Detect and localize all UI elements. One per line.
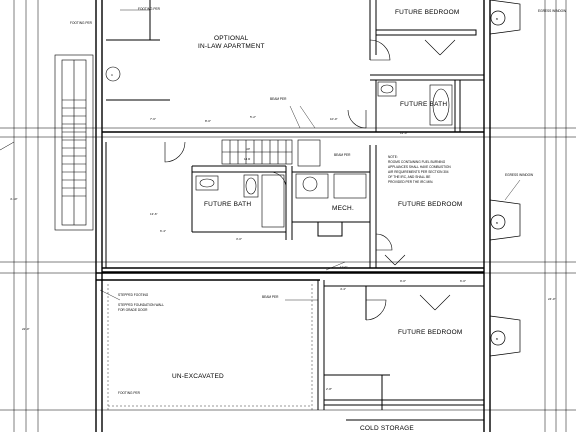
marker-b-low: B	[496, 337, 498, 341]
mech-note-line-6: PROVIDED PER THE IRC MIN.	[388, 180, 433, 184]
note-beam-tag-low: BEAM PER	[262, 295, 279, 299]
interior-walls	[105, 0, 484, 421]
dim-1: 7'-6"	[150, 117, 156, 121]
note-beam-tag-mid: BEAM PER	[334, 153, 351, 157]
leader-lines	[99, 9, 521, 301]
dim-10: 6'-0"	[460, 279, 466, 283]
dim-8: 4'-4"	[340, 287, 346, 291]
note-footing-tag-top: FOOTING PER	[138, 7, 161, 11]
mech-note-line-2: ROOMS CONTAINING FUEL BURNING	[388, 160, 446, 164]
section-markers	[490, 10, 506, 346]
mech-note-line-1: NOTE:	[388, 155, 398, 159]
exterior-walls	[95, 0, 491, 432]
dim-11: 11'-0"	[340, 265, 347, 269]
dim-15: 22'-0"	[22, 327, 30, 331]
dim-7: 12'-0"	[400, 131, 408, 135]
note-foundation-wall-1: STEPPED FOUNDATION WALL	[118, 303, 164, 307]
marker-b-mid: B	[496, 221, 498, 225]
room-label-bath-top: FUTURE BATH	[400, 101, 447, 108]
dim-12: 2'-8"	[326, 387, 332, 391]
dim-5: 6'-4"	[160, 229, 166, 233]
room-label-bedroom-mid: FUTURE BEDROOM	[398, 201, 463, 208]
dim-14: 4'-10"	[10, 197, 18, 201]
room-label-bath-mid: FUTURE BATH	[204, 201, 251, 208]
marker-c: C	[111, 73, 114, 77]
note-egress-tag-top: EGRESS WINDOW	[538, 9, 566, 13]
door-swings	[164, 39, 456, 321]
room-label-bedroom-top: FUTURE BEDROOM	[395, 9, 460, 16]
room-label-in-law-apartment: IN-LAW APARTMENT	[198, 43, 265, 50]
room-label-cold-storage: COLD STORAGE	[360, 425, 414, 432]
interior-stair	[221, 139, 321, 167]
egress-windows	[489, 0, 521, 357]
note-beam-tag: BEAM PER	[270, 97, 287, 101]
fixtures	[105, 66, 453, 228]
mech-note-line-5: OF THE IRC, AND SHALL BE	[388, 175, 430, 179]
stair-count-label: 14 R	[244, 157, 251, 161]
room-label-mech: MECH.	[332, 205, 354, 212]
room-label-optional: OPTIONAL	[214, 35, 249, 42]
note-foundation-wall-2: FOR GRADE DOOR	[118, 308, 148, 312]
stair-up-label: UP	[246, 147, 250, 151]
dim-9: 9'-0"	[400, 279, 406, 283]
exterior-stair	[54, 54, 94, 231]
marker-b-top: B	[496, 17, 498, 21]
note-egress-tag-mid: EGRESS WINDOW	[505, 173, 533, 177]
dim-2: 8'-0"	[205, 119, 211, 123]
room-label-unexcavated: UN-EXCAVATED	[172, 373, 224, 380]
dim-13: 13'-6"	[150, 212, 158, 216]
mech-note: NOTE: ROOMS CONTAINING FUEL BURNING APPL…	[388, 155, 451, 184]
dim-6: 3'-0"	[236, 237, 242, 241]
dim-3: 10'-0"	[330, 117, 338, 121]
mech-note-line-3: APPLIANCES SHALL HAVE COMBUSTION	[388, 165, 451, 169]
mech-note-line-4: AIR REQUIREMENTS PER SECTION 304	[388, 170, 449, 174]
footing-hatch	[107, 284, 313, 410]
room-label-bedroom-low: FUTURE BEDROOM	[398, 329, 463, 336]
note-stepped-footing: STEPPED FOOTING	[118, 293, 149, 297]
note-footing-tag-low: FOOTING PER	[118, 391, 141, 395]
note-footing-tag-left: FOOTING PER	[70, 21, 93, 25]
dim-16: 24'-0"	[548, 297, 556, 301]
dim-4: 5'-2"	[250, 115, 256, 119]
